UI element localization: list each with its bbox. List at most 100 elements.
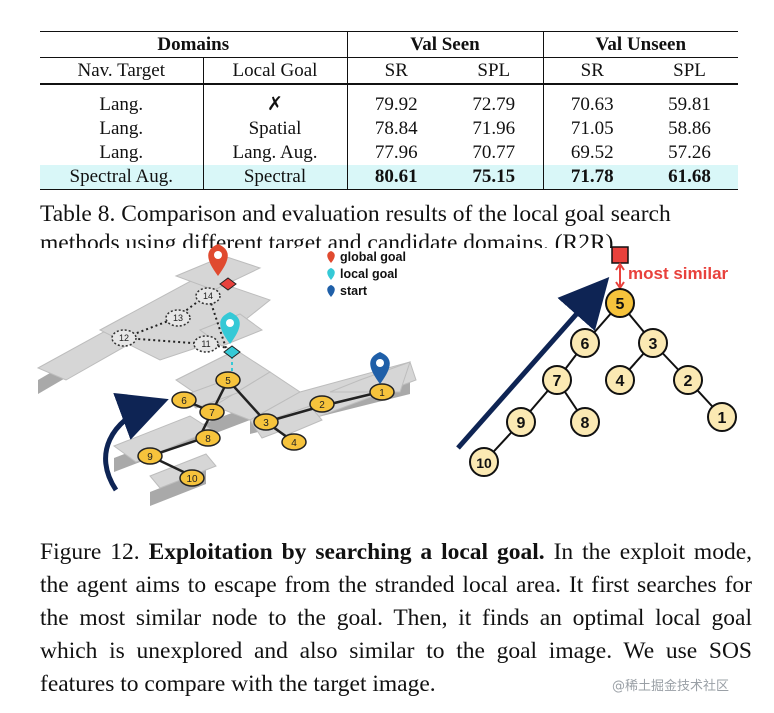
table-cell: 72.79 bbox=[472, 94, 516, 115]
figure-caption-title: Exploitation by searching a local goal. bbox=[148, 539, 545, 565]
col-unseen-sr: SR bbox=[542, 57, 641, 84]
table-cell: Lang. bbox=[99, 118, 144, 139]
tree-node-9 bbox=[506, 407, 536, 437]
table-cell: Spatial bbox=[202, 117, 347, 141]
map-node-11: 11 bbox=[201, 339, 210, 349]
local-goal-marker bbox=[223, 345, 241, 359]
global-goal-legend-icon bbox=[327, 251, 335, 263]
table-cell: Lang. bbox=[99, 94, 144, 115]
table-cell: 78.84 bbox=[346, 117, 445, 141]
tree-label-9: 9 bbox=[517, 415, 526, 432]
map-node-13: 13 bbox=[173, 313, 183, 323]
tree-label-6: 6 bbox=[581, 336, 590, 353]
legend-start: start bbox=[340, 284, 368, 298]
map-node-5: 5 bbox=[225, 376, 231, 387]
search-tree: most similar 5 6 3 7 4 2 9 8 1 10 bbox=[456, 246, 737, 477]
val-seen-header: Val Seen bbox=[346, 31, 543, 58]
table-row: Lang. ✗ 79.92 72.79 70.63 59.81 bbox=[40, 83, 738, 117]
map-node-8: 8 bbox=[205, 434, 211, 445]
highlighted-row: Spectral Aug. Spectral 80.61 75.15 71.78… bbox=[40, 165, 738, 190]
map-node-9: 9 bbox=[147, 452, 153, 463]
table-caption-line-2: methods using different target and candi… bbox=[40, 230, 614, 248]
tree-label-3: 3 bbox=[649, 336, 658, 353]
figure-label: Figure 12. bbox=[40, 539, 140, 565]
col-unseen-spl: SPL bbox=[641, 57, 738, 84]
table-double-rule bbox=[40, 84, 738, 85]
tree-label-10: 10 bbox=[476, 455, 492, 471]
table-cell: Spectral Aug. bbox=[40, 165, 203, 190]
table-cell: 75.15 bbox=[445, 165, 543, 190]
figure-diagram: 14 13 12 11 5 6 7 8 9 10 3 4 2 bbox=[36, 244, 737, 506]
legend-global-goal: global goal bbox=[340, 250, 406, 264]
table-cell: 79.92 bbox=[346, 83, 445, 117]
map-node-2: 2 bbox=[319, 400, 325, 411]
table-cell: 71.78 bbox=[542, 165, 641, 190]
table-caption-line-1: Table 8. Comparison and evaluation resul… bbox=[40, 201, 671, 227]
legend-local-goal: local goal bbox=[340, 267, 398, 281]
tree-label-4: 4 bbox=[616, 373, 625, 390]
local-goal-pin bbox=[220, 312, 240, 344]
legend: global goal local goal start bbox=[327, 250, 406, 298]
map-node-1: 1 bbox=[379, 388, 385, 399]
tree-label-1: 1 bbox=[718, 410, 727, 427]
table-cell: 70.63 bbox=[542, 83, 641, 117]
tree-label-5: 5 bbox=[616, 296, 625, 313]
map-node-3: 3 bbox=[263, 418, 269, 429]
tree-node-6 bbox=[570, 328, 600, 358]
table-row: Lang. Spatial 78.84 71.96 71.05 58.86 bbox=[40, 117, 738, 141]
table-cell: ✗ bbox=[202, 83, 347, 117]
col-nav-target: Nav. Target bbox=[40, 57, 203, 84]
map-node-7: 7 bbox=[209, 408, 215, 419]
local-goal-legend-icon bbox=[327, 268, 335, 280]
figure-caption: Figure 12. Exploitation by searching a l… bbox=[40, 536, 752, 701]
col-seen-spl: SPL bbox=[445, 57, 543, 84]
table-caption: Table 8. Comparison and evaluation resul… bbox=[40, 200, 760, 248]
val-unseen-header: Val Unseen bbox=[542, 31, 738, 58]
table-cell: 61.68 bbox=[641, 165, 738, 190]
tree-node-1 bbox=[707, 402, 737, 432]
table-cell: Spectral bbox=[202, 165, 347, 190]
table-cell: 59.81 bbox=[668, 94, 711, 115]
table-cell: 70.77 bbox=[472, 142, 516, 163]
col-seen-sr: SR bbox=[346, 57, 445, 84]
most-similar-label: most similar bbox=[628, 264, 729, 283]
global-goal-pin bbox=[208, 244, 228, 276]
table-cell: 77.96 bbox=[346, 141, 445, 165]
start-legend-icon bbox=[327, 285, 335, 297]
tree-label-8: 8 bbox=[581, 415, 590, 432]
tree-node-10 bbox=[469, 447, 499, 477]
table-cell: Lang. Aug. bbox=[202, 141, 347, 165]
table-cell: 71.05 bbox=[542, 117, 641, 141]
tree-node-7 bbox=[542, 365, 572, 395]
domains-header: Domains bbox=[40, 31, 347, 58]
table-cell: 58.86 bbox=[668, 118, 711, 139]
start-pin bbox=[370, 352, 390, 384]
map-node-10: 10 bbox=[186, 474, 198, 485]
tree-node-5 bbox=[605, 288, 635, 318]
results-table: Domains Val Seen Val Unseen Nav. Target … bbox=[40, 31, 738, 190]
map-node-14: 14 bbox=[203, 291, 213, 301]
floor-map: 14 13 12 11 5 6 7 8 9 10 3 4 2 bbox=[36, 244, 417, 506]
table-cell: 71.96 bbox=[472, 118, 516, 139]
col-local-goal: Local Goal bbox=[202, 57, 347, 84]
watermark: @稀土掘金技术社区 bbox=[612, 675, 730, 694]
tree-node-3 bbox=[638, 328, 668, 358]
map-node-6: 6 bbox=[181, 396, 187, 407]
figure-caption-text: In the exploit mode, the agent aims to e… bbox=[40, 539, 753, 697]
tree-node-8 bbox=[570, 407, 600, 437]
exploit-direction-arrow bbox=[103, 392, 169, 492]
table-cell: Lang. bbox=[99, 142, 144, 163]
search-direction-arrow bbox=[456, 277, 610, 450]
tree-node-4 bbox=[605, 365, 635, 395]
table-row: Lang. Lang. Aug. 77.96 70.77 69.52 57.26 bbox=[40, 141, 738, 165]
table-cell: 80.61 bbox=[346, 165, 445, 190]
tree-label-2: 2 bbox=[684, 373, 693, 390]
tree-label-7: 7 bbox=[553, 373, 562, 390]
global-goal-marker bbox=[219, 277, 237, 291]
tree-node-2 bbox=[673, 365, 703, 395]
map-node-4: 4 bbox=[291, 438, 297, 449]
table-cell: 69.52 bbox=[542, 141, 641, 165]
table-cell: 57.26 bbox=[668, 142, 711, 163]
map-node-12: 12 bbox=[119, 333, 129, 343]
goal-square bbox=[611, 246, 629, 264]
